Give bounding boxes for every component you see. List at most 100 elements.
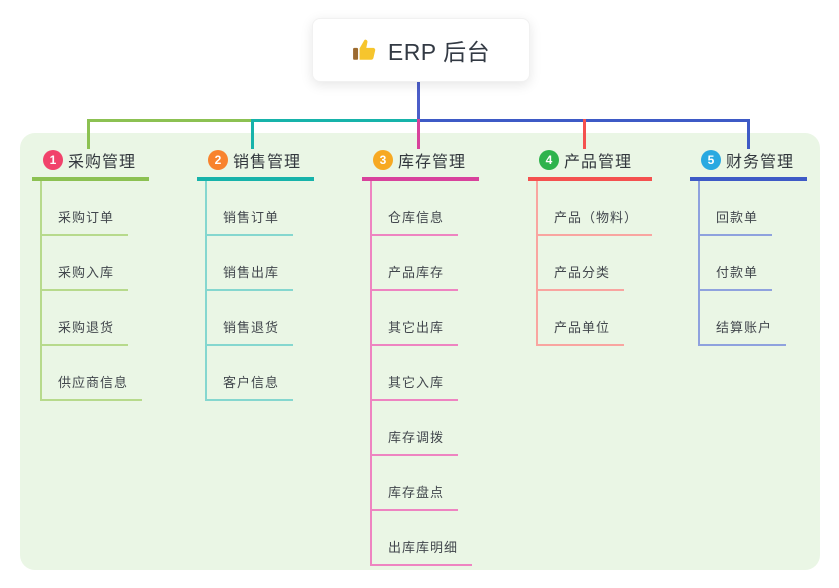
child-node: 采购退货 bbox=[42, 291, 149, 346]
child-node-underline: 产品单位 bbox=[538, 317, 625, 346]
child-node: 产品库存 bbox=[372, 236, 479, 291]
branches-background-panel bbox=[20, 133, 820, 570]
branch-drop-2 bbox=[251, 119, 254, 149]
branch-header: 4 产品管理 bbox=[528, 148, 653, 181]
child-node-underline: 出库库明细 bbox=[372, 537, 473, 566]
child-node: 产品分类 bbox=[538, 236, 652, 291]
child-node-underline: 回款单 bbox=[700, 207, 773, 236]
child-node-label: 产品库存 bbox=[388, 265, 445, 280]
branch-4: 4 产品管理产品（物料） 产品分类产品单位 bbox=[528, 148, 653, 346]
child-node-label: 采购订单 bbox=[58, 210, 115, 225]
branch-children: 回款单付款单结算账户 bbox=[698, 181, 807, 346]
child-node-underline: 销售订单 bbox=[207, 207, 294, 236]
child-node-underline: 库存调拨 bbox=[372, 427, 459, 456]
child-node-label: 出库库明细 bbox=[388, 540, 459, 555]
branch-number-badge: 3 bbox=[373, 150, 393, 170]
bus-segment-1 bbox=[87, 119, 254, 122]
root-node: ERP 后台 bbox=[312, 18, 530, 82]
child-node-label: 采购退货 bbox=[58, 320, 115, 335]
child-node: 供应商信息 bbox=[42, 346, 149, 401]
branch-header: 3 库存管理 bbox=[362, 148, 480, 181]
child-node: 客户信息 bbox=[207, 346, 314, 401]
child-node: 回款单 bbox=[700, 181, 807, 236]
child-node: 结算账户 bbox=[700, 291, 807, 346]
child-node-label: 结算账户 bbox=[716, 320, 773, 335]
branch-header: 2 销售管理 bbox=[197, 148, 315, 181]
branch-number-badge: 1 bbox=[43, 150, 63, 170]
child-node-label: 库存调拨 bbox=[388, 430, 445, 445]
child-node-underline: 产品库存 bbox=[372, 262, 459, 291]
branch-label: 财务管理 bbox=[726, 154, 795, 171]
branch-number-badge: 2 bbox=[208, 150, 228, 170]
child-node-underline: 采购入库 bbox=[42, 262, 129, 291]
child-node: 其它入库 bbox=[372, 346, 479, 401]
branch-label: 采购管理 bbox=[68, 154, 137, 171]
child-node-label: 产品（物料） bbox=[554, 210, 639, 225]
child-node-underline: 库存盘点 bbox=[372, 482, 459, 511]
root-node-label: ERP 后台 bbox=[387, 39, 491, 65]
child-node-underline: 产品（物料） bbox=[538, 207, 653, 236]
child-node: 销售出库 bbox=[207, 236, 314, 291]
child-node-label: 库存盘点 bbox=[388, 485, 445, 500]
child-node-underline: 产品分类 bbox=[538, 262, 625, 291]
branch-drop-4 bbox=[583, 119, 586, 149]
branch-header: 1 采购管理 bbox=[32, 148, 150, 181]
branch-children: 采购订单采购入库采购退货供应商信息 bbox=[40, 181, 149, 401]
branch-drop-5 bbox=[747, 119, 750, 149]
branch-label: 库存管理 bbox=[398, 154, 467, 171]
child-node-label: 其它入库 bbox=[388, 375, 445, 390]
child-node-label: 回款单 bbox=[716, 210, 759, 225]
child-node: 采购入库 bbox=[42, 236, 149, 291]
child-node-label: 销售订单 bbox=[223, 210, 280, 225]
child-node-underline: 采购退货 bbox=[42, 317, 129, 346]
branch-children: 产品（物料） 产品分类产品单位 bbox=[536, 181, 653, 346]
child-node-underline: 结算账户 bbox=[700, 317, 787, 346]
child-node-label: 其它出库 bbox=[388, 320, 445, 335]
child-node: 其它出库 bbox=[372, 291, 479, 346]
child-node: 库存盘点 bbox=[372, 456, 479, 511]
branch-children: 仓库信息产品库存其它出库其它入库库存调拨库存盘点出库库明细 bbox=[370, 181, 479, 566]
child-node-label: 产品单位 bbox=[554, 320, 611, 335]
child-node-label: 客户信息 bbox=[223, 375, 280, 390]
child-node-label: 采购入库 bbox=[58, 265, 115, 280]
child-node-underline: 其它入库 bbox=[372, 372, 459, 401]
branch-drop-3 bbox=[417, 119, 420, 149]
child-node: 库存调拨 bbox=[372, 401, 479, 456]
branch-1: 1 采购管理采购订单采购入库采购退货供应商信息 bbox=[32, 148, 150, 401]
child-node-underline: 销售出库 bbox=[207, 262, 294, 291]
child-node-underline: 销售退货 bbox=[207, 317, 294, 346]
branch-label: 产品管理 bbox=[564, 154, 633, 171]
child-node-underline: 其它出库 bbox=[372, 317, 459, 346]
branch-3: 3 库存管理仓库信息产品库存其它出库其它入库库存调拨库存盘点出库库明细 bbox=[362, 148, 480, 566]
bus-segment-2 bbox=[251, 119, 420, 122]
child-node: 采购订单 bbox=[42, 181, 149, 236]
branch-children: 销售订单销售出库销售退货客户信息 bbox=[205, 181, 314, 401]
child-node-label: 仓库信息 bbox=[388, 210, 445, 225]
child-node-label: 销售出库 bbox=[223, 265, 280, 280]
child-node-underline: 采购订单 bbox=[42, 207, 129, 236]
thumbs-up-icon bbox=[352, 37, 378, 63]
child-node: 产品单位 bbox=[538, 291, 652, 346]
branch-2: 2 销售管理销售订单销售出库销售退货客户信息 bbox=[197, 148, 315, 401]
child-node-underline: 付款单 bbox=[700, 262, 773, 291]
child-node: 销售退货 bbox=[207, 291, 314, 346]
root-connector-stem bbox=[417, 80, 420, 122]
child-node-underline: 仓库信息 bbox=[372, 207, 459, 236]
branch-drop-1 bbox=[87, 119, 90, 149]
child-node: 销售订单 bbox=[207, 181, 314, 236]
branch-number-badge: 4 bbox=[539, 150, 559, 170]
child-node: 付款单 bbox=[700, 236, 807, 291]
child-node-underline: 供应商信息 bbox=[42, 372, 143, 401]
child-node: 出库库明细 bbox=[372, 511, 479, 566]
child-node-label: 产品分类 bbox=[554, 265, 611, 280]
child-node-label: 供应商信息 bbox=[58, 375, 129, 390]
child-node: 仓库信息 bbox=[372, 181, 479, 236]
branch-label: 销售管理 bbox=[233, 154, 302, 171]
child-node: 产品（物料） bbox=[538, 181, 653, 236]
child-node-label: 付款单 bbox=[716, 265, 759, 280]
child-node-label: 销售退货 bbox=[223, 320, 280, 335]
child-node-underline: 客户信息 bbox=[207, 372, 294, 401]
